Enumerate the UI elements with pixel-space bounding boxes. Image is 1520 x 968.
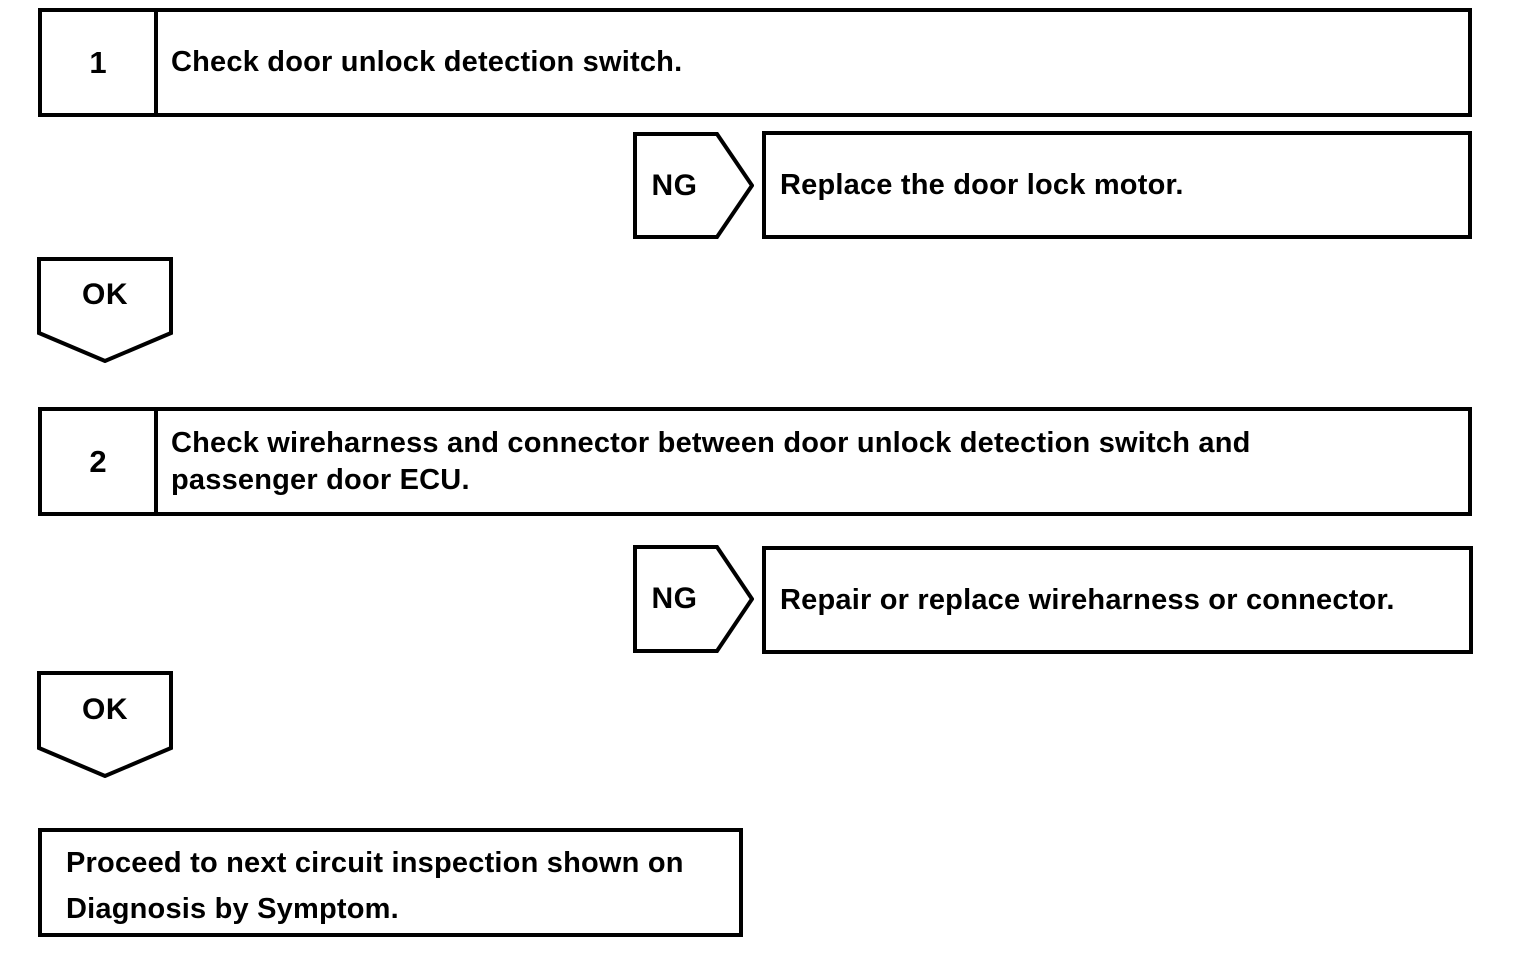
step-1-ok-connector: OK: [37, 257, 173, 363]
step-2-instruction-line: passenger door ECU.: [171, 463, 470, 496]
step-1-ng-connector: NG: [633, 132, 754, 239]
ng-arrow-pentagon-icon: [633, 545, 754, 653]
ok-down-pentagon-icon: [37, 671, 173, 778]
step-1-ng-result-box: Replace the door lock motor.: [762, 131, 1472, 239]
step-2-instruction-line: Check wireharness and connector between …: [171, 426, 1251, 459]
step-2-instruction: Check wireharness and connector between …: [158, 411, 1468, 512]
step-1-ng-result-text: Replace the door lock motor.: [780, 168, 1184, 201]
step-2-ng-result-text: Repair or replace wireharness or connect…: [780, 583, 1395, 616]
step-2-ok-connector: OK: [37, 671, 173, 778]
ok-down-pentagon-icon: [37, 257, 173, 363]
step-1-ok-label: OK: [82, 278, 128, 311]
step-1-instruction: Check door unlock detection switch.: [158, 12, 1468, 113]
final-action-box: Proceed to next circuit inspection shown…: [38, 828, 743, 937]
step-1-ng-label: NG: [651, 168, 698, 202]
ng-arrow-pentagon-icon: [633, 132, 754, 239]
step-2-ok-label: OK: [82, 692, 128, 726]
step-2-ng-connector: NG: [633, 545, 754, 653]
step-1-number: 1: [42, 12, 158, 113]
step-1-box: 1 Check door unlock detection switch.: [38, 8, 1472, 117]
step-2-box: 2 Check wireharness and connector betwee…: [38, 407, 1472, 516]
step-2-number: 2: [42, 411, 158, 512]
step-2-ng-result-box: Repair or replace wireharness or connect…: [762, 546, 1473, 654]
step-1-instruction-line: Check door unlock detection switch.: [171, 46, 683, 78]
final-action-line: Diagnosis by Symptom.: [66, 893, 399, 925]
step-2-ng-label: NG: [651, 582, 698, 615]
final-action-line: Proceed to next circuit inspection shown…: [66, 847, 684, 879]
